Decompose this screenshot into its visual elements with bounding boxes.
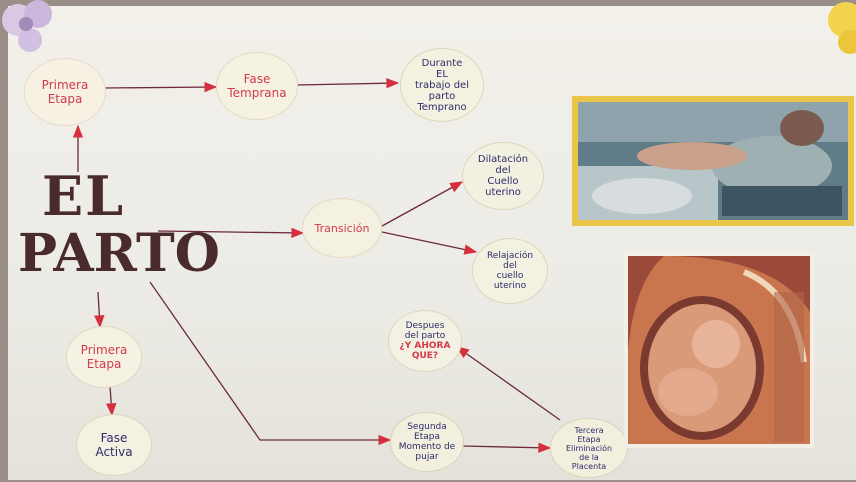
node-tercera-etapa: Tercera Etapa Eliminación de la Placenta [550,418,628,478]
photo-fetus-illustration [624,252,814,448]
arrow-segunda-to-tercera [461,442,552,453]
arrow-tercera-to-despues [455,346,561,421]
photo-labour [572,96,854,226]
node-fase-activa: Fase Activa [76,414,152,476]
fetus-image [628,256,810,444]
arrow-primera-to-fase-activa [106,385,117,417]
node-transicion: Transición [302,198,382,258]
node-relajacion: Relajación del cuello uterino [472,238,548,304]
node-despues-question: ¿Y AHORA QUE? [399,341,451,361]
arrow-parto-to-primera-bottom [94,291,105,329]
node-durante: Durante EL trabajo del parto Temprano [400,48,484,122]
node-segunda-etapa: Segunda Etapa Momento de pujar [390,412,464,472]
node-dilatacion: Dilatación del Cuello uterino [462,142,544,210]
node-primera-etapa-top: Primera Etapa [24,58,106,126]
flower-decoration-right [822,0,856,60]
node-primera-etapa-bottom: Primera Etapa [66,326,142,388]
arrow-transicion-to-dilatacion [381,181,464,227]
arrow-parto-to-transicion [157,227,305,239]
arrow-parto-to-segunda-etapa [149,281,392,446]
node-despues-text: Despues del parto [404,321,446,341]
arrow-transicion-to-relajacion [381,231,478,255]
node-fase-temprana: Fase Temprana [216,52,298,120]
labour-image [578,102,848,220]
arrow-fase-to-durante [295,78,400,89]
poster-title-line1: EL [42,164,126,228]
poster-title-line2: PARTO [18,223,220,284]
arrow-primera-to-fase-temprana [103,81,218,93]
flower-decoration-left [0,0,60,60]
node-despues: Despues del parto ¿Y AHORA QUE? [388,310,462,372]
